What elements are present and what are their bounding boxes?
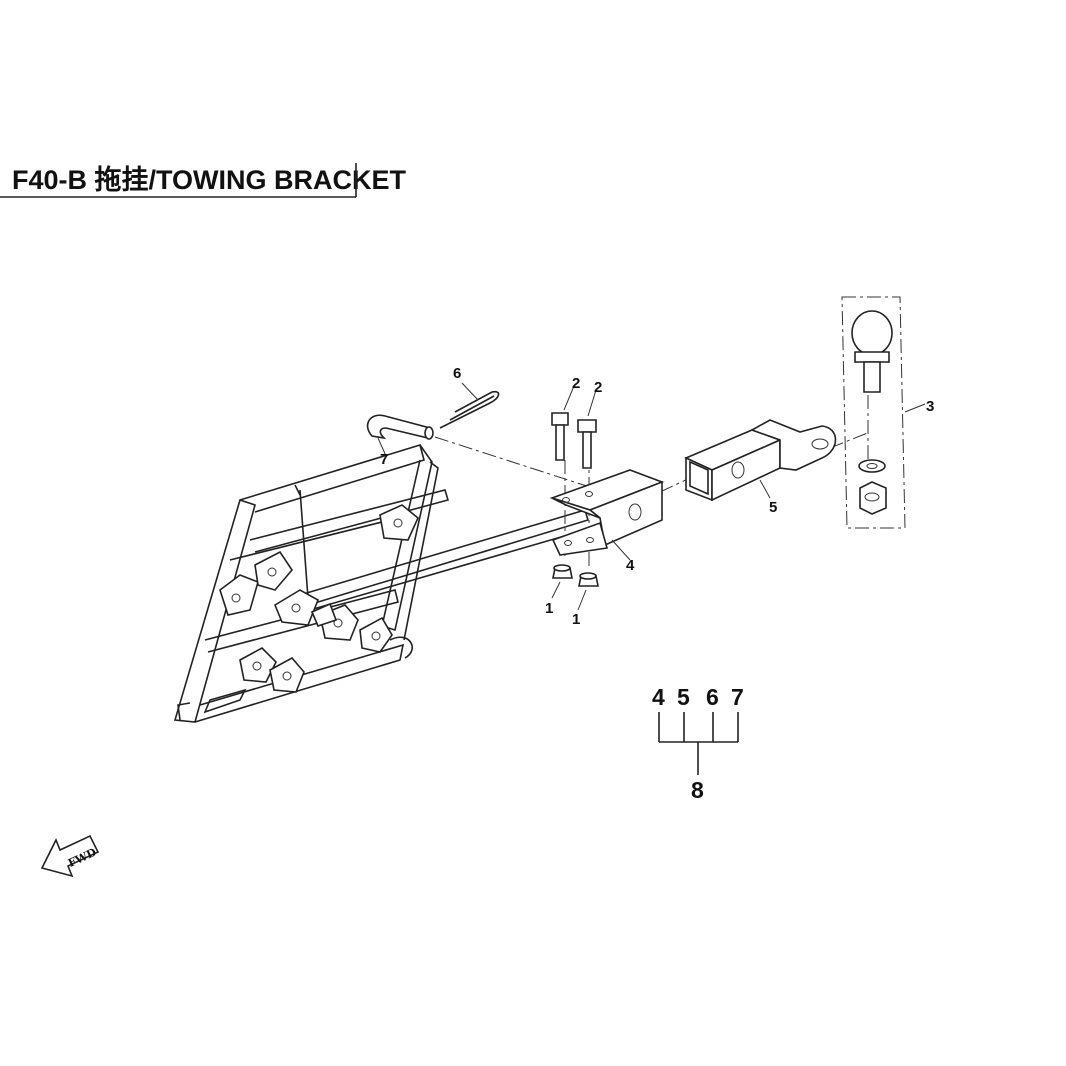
fwd-arrow-icon: FWD [40, 834, 100, 878]
callout-7: 7 [380, 451, 388, 468]
assembly-member-6: 6 [706, 684, 719, 710]
receiver-bracket-part-4 [549, 469, 665, 561]
assembly-member-7: 7 [731, 684, 744, 710]
ball-mount-part-5 [684, 419, 837, 502]
callout-2a: 2 [572, 375, 580, 392]
assembly-member-4: 4 [652, 684, 665, 710]
assembly-total-8: 8 [691, 777, 704, 803]
callout-5: 5 [769, 499, 777, 516]
callout-4: 4 [626, 557, 635, 574]
assembly-tree: 4 5 6 7 8 [652, 684, 744, 803]
page-title: F40-B 拖挂/TOWING BRACKET [12, 165, 407, 195]
callout-labels: 1 1 2 2 3 4 5 6 7 [380, 365, 934, 628]
bolts-part-2 [551, 385, 597, 469]
callout-2b: 2 [594, 379, 602, 396]
hitch-pin-part-7 [366, 414, 434, 457]
title-block: F40-B 拖挂/TOWING BRACKET [0, 163, 407, 198]
assembly-member-5: 5 [677, 684, 690, 710]
hair-pin-clip-part-6 [439, 382, 500, 429]
vehicle-frame [173, 443, 589, 723]
callout-1a: 1 [545, 600, 553, 617]
callout-6: 6 [453, 365, 461, 382]
callout-3: 3 [926, 398, 934, 415]
hitch-ball-assembly-part-3 [841, 296, 926, 529]
callout-1b: 1 [572, 611, 580, 628]
flange-nuts-part-1 [551, 564, 599, 611]
